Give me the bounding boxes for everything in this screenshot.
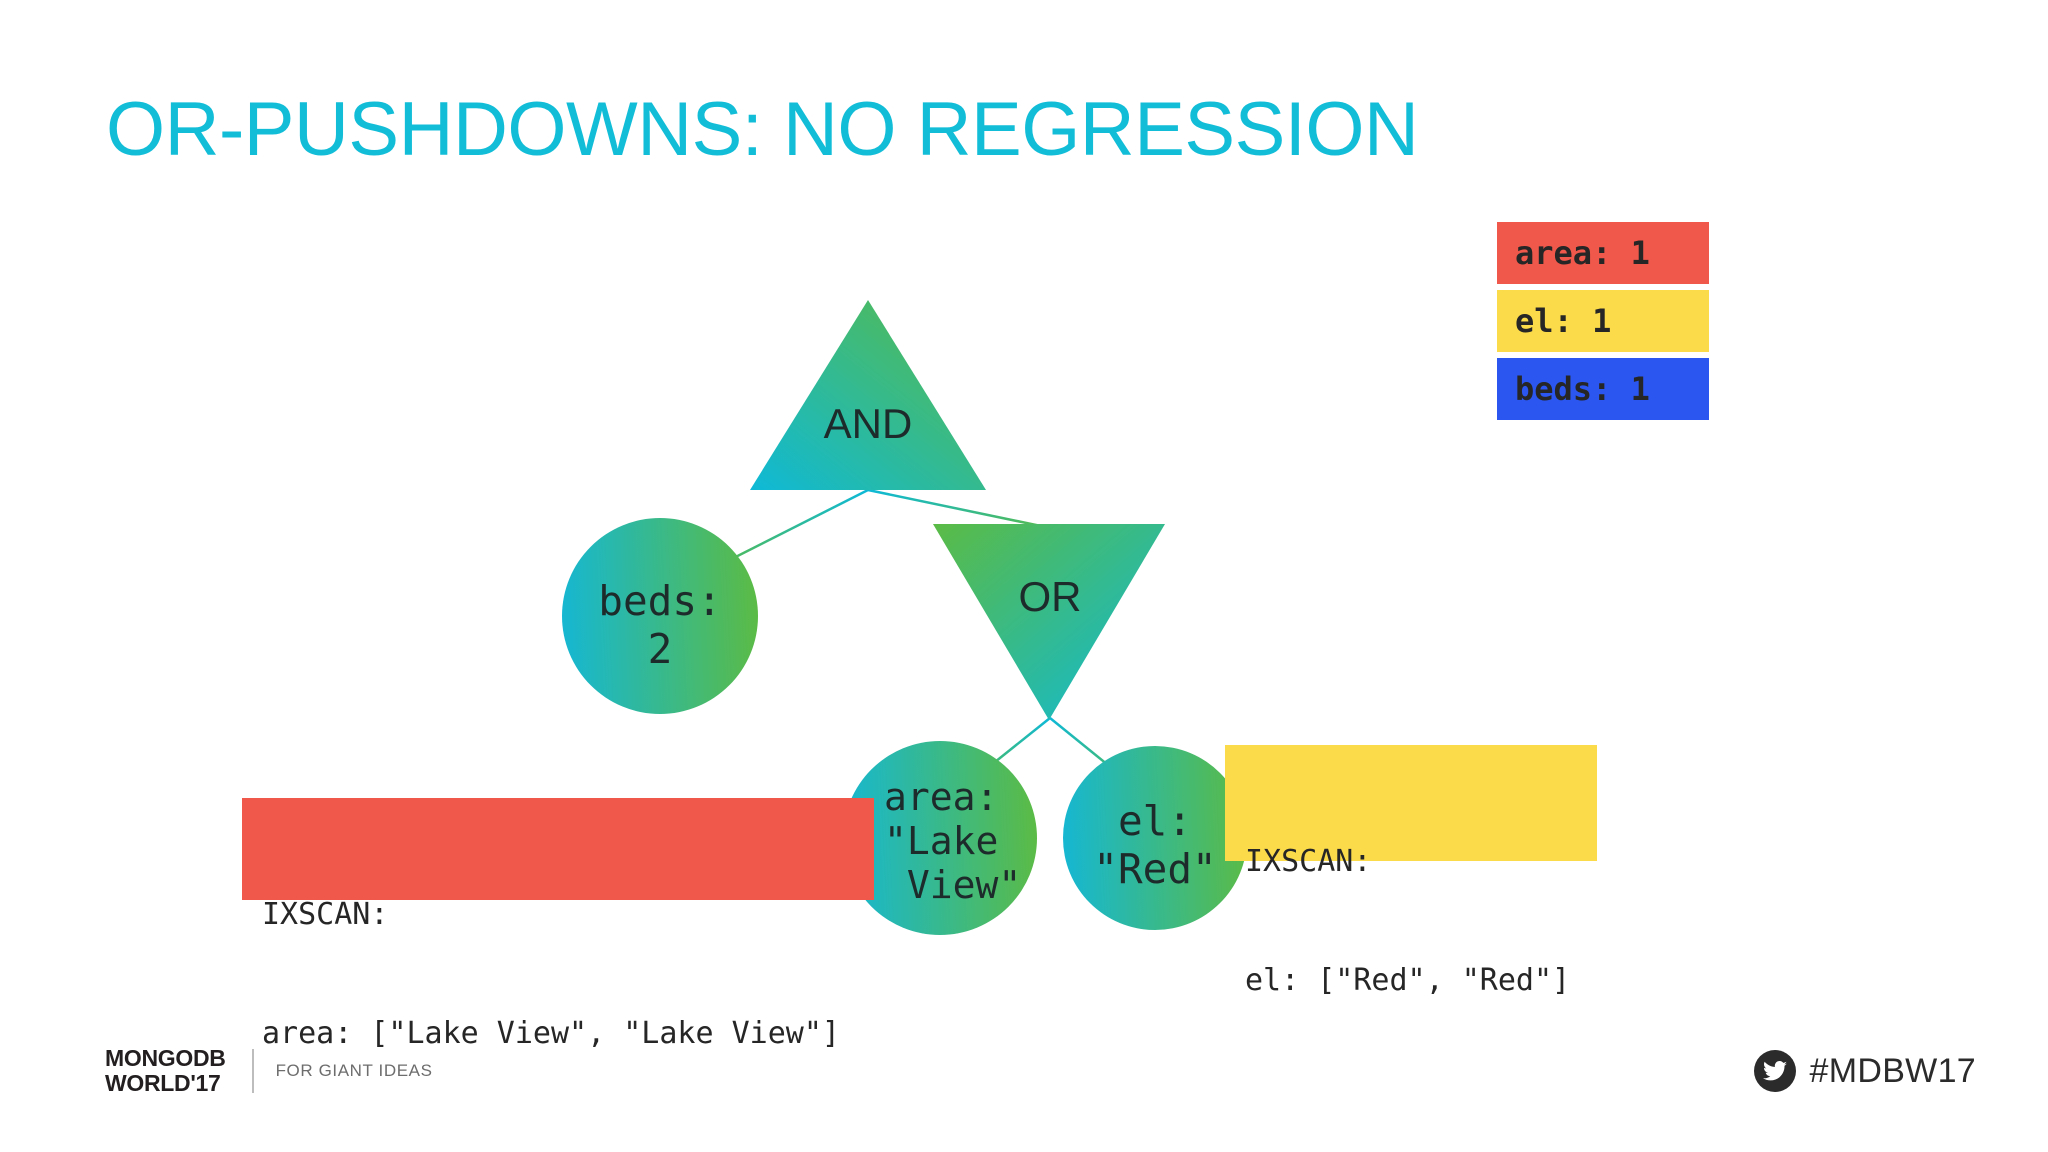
legend-item-el: el: 1: [1497, 290, 1709, 352]
footer-tagline: FOR GIANT IDEAS: [275, 1060, 433, 1080]
ixscan-area-callout: IXSCAN: area: ["Lake View", "Lake View"]: [242, 798, 874, 1051]
hashtag-label: #MDBW17: [1809, 1051, 1976, 1090]
mongodb-world-logo: MONGODB WORLD'17: [105, 1046, 226, 1096]
legend-item-label: el: 1: [1515, 302, 1612, 340]
legend: area: 1 el: 1 beds: 1: [1497, 222, 1709, 426]
node-or: [933, 524, 1165, 720]
ixscan-area-line1: IXSCAN:: [262, 897, 389, 933]
legend-item-label: area: 1: [1515, 234, 1650, 272]
footer-divider: [251, 1048, 254, 1093]
footer-right: #MDBW17: [1753, 1050, 1976, 1092]
ixscan-area-line2: area: ["Lake View", "Lake View"]: [262, 1015, 840, 1051]
brand-line-1: MONGODB: [105, 1045, 226, 1071]
legend-item-label: beds: 1: [1515, 370, 1650, 408]
legend-item-area: area: 1: [1497, 222, 1709, 284]
node-area: [843, 741, 1037, 935]
ixscan-el-callout: IXSCAN: el: ["Red", "Red"]: [1225, 745, 1597, 998]
page-title: OR-PUSHDOWNS: NO REGRESSION: [106, 87, 1419, 172]
footer-left: MONGODB WORLD'17 FOR GIANT IDEAS: [105, 1046, 433, 1096]
node-and: [750, 300, 986, 490]
legend-item-beds: beds: 1: [1497, 358, 1709, 420]
twitter-icon: [1753, 1050, 1796, 1092]
node-el: [1063, 746, 1247, 930]
edge-and-or: [867, 488, 1061, 532]
ixscan-el-line2: el: ["Red", "Red"]: [1245, 962, 1571, 998]
brand-line-2: WORLD'17: [105, 1069, 221, 1096]
ixscan-el-line1: IXSCAN:: [1245, 844, 1372, 880]
node-beds: [562, 518, 758, 714]
